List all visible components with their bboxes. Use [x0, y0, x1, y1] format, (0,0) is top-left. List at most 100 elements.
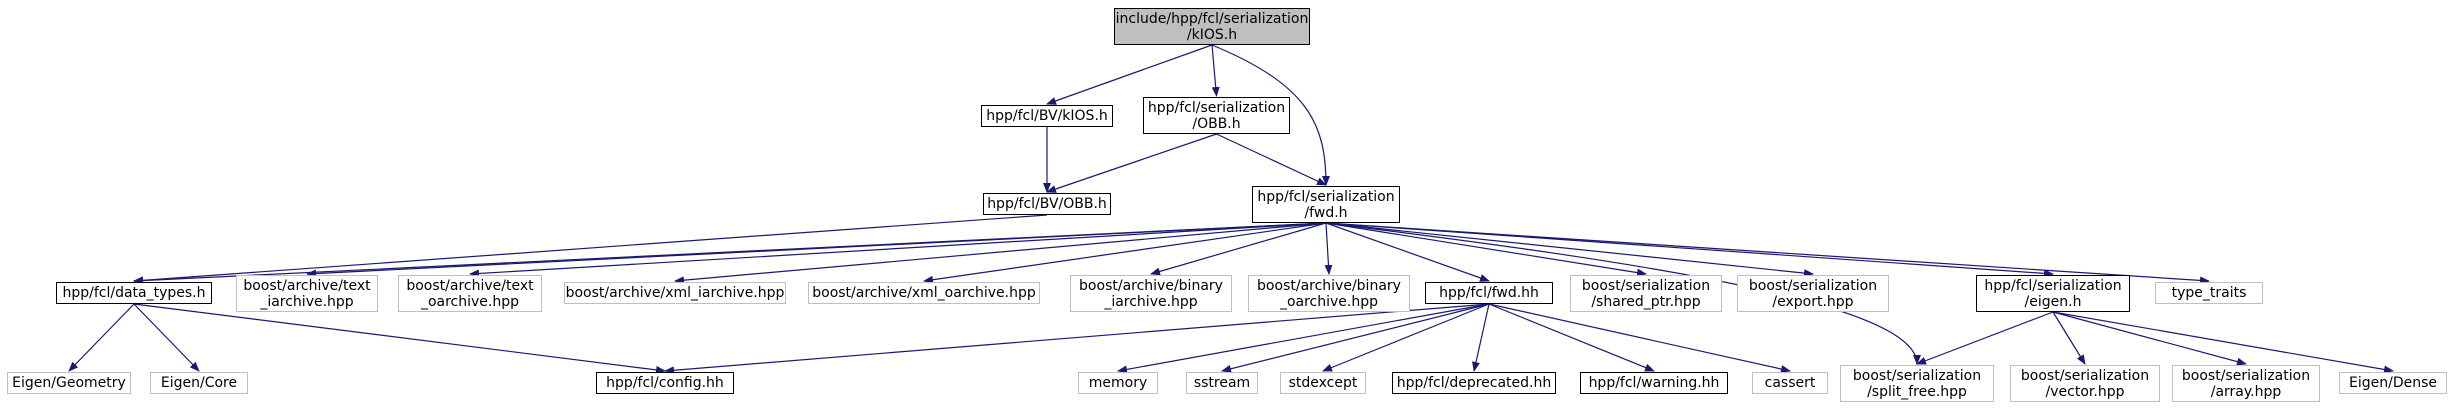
node-xml-oarchive: boost/archive/xml_oarchive.hpp	[808, 282, 1040, 304]
edge-ser_eigen-to-ser_array	[2052, 311, 2247, 366]
node-label-line: boost/archive/binary	[1079, 277, 1223, 294]
node-label-line: Eigen/Geometry	[12, 375, 126, 391]
node-fcl-fwd[interactable]: hpp/fcl/fwd.hh	[1425, 282, 1553, 304]
node-label-line: boost/archive/text	[406, 277, 534, 294]
edge-fcl_fwd-to-config	[664, 303, 1490, 375]
node-eigen-geometry: Eigen/Geometry	[7, 372, 131, 394]
node-label-line: boost/archive/text	[243, 277, 371, 294]
node-bv-kios[interactable]: hpp/fcl/BV/kIOS.h	[981, 105, 1113, 127]
node-label-line: Eigen/Core	[160, 375, 238, 391]
node-label-line: /shared_ptr.hpp	[1591, 293, 1701, 310]
node-split-free: boost/serialization/split_free.hpp	[1840, 365, 1994, 402]
node-export: boost/serialization/export.hpp	[1737, 275, 1889, 312]
edge-ser_obb-to-ser_fwd	[1216, 133, 1327, 186]
edge-ser_fwd-to-fcl_fwd	[1325, 222, 1490, 282]
node-label-line: sstream	[1193, 375, 1251, 391]
node-warning[interactable]: hpp/fcl/warning.hh	[1580, 372, 1728, 394]
edge-fcl_fwd-to-cassert	[1488, 303, 1791, 373]
node-xml-iarchive: boost/archive/xml_iarchive.hpp	[564, 282, 786, 304]
edge-ser_fwd-to-shared_ptr	[1325, 222, 1647, 277]
node-label-line: /fwd.h	[1304, 204, 1348, 221]
node-label-line: boost/archive/xml_iarchive.hpp	[565, 285, 785, 301]
node-ser-fwd[interactable]: hpp/fcl/serialization/fwd.h	[1252, 186, 1400, 223]
node-label-line: _iarchive.hpp	[1104, 293, 1198, 310]
edge-ser_fwd-to-binary_iarchive	[1150, 222, 1327, 276]
node-ser-eigen[interactable]: hpp/fcl/serialization/eigen.h	[1976, 275, 2130, 312]
edge-ser_fwd-to-binary_oarchive	[1324, 222, 1333, 275]
edge-root-to-ser_obb	[1211, 44, 1220, 97]
edge-fcl_fwd-to-warning	[1488, 303, 1655, 372]
edge-root-to-bv_kios	[1046, 44, 1213, 105]
node-root[interactable]: include/hpp/fcl/serialization/kIOS.h	[1114, 8, 1310, 45]
node-label-line: /split_free.hpp	[1867, 383, 1967, 400]
node-label-line: hpp/fcl/BV/OBB.h	[987, 196, 1107, 212]
node-text-iarchive: boost/archive/text_iarchive.hpp	[236, 275, 378, 312]
node-ser-vector: boost/serialization/vector.hpp	[2010, 365, 2160, 402]
node-label-line: /OBB.h	[1192, 115, 1241, 132]
node-label-line: stdexcept	[1288, 375, 1358, 391]
node-label-line: hpp/fcl/serialization	[1257, 188, 1395, 205]
edge-data_types-to-eigen_geometry	[68, 303, 135, 372]
edge-ser_eigen-to-ser_vector	[2052, 311, 2086, 365]
edge-ser_fwd-to-text_iarchive	[306, 222, 1327, 278]
edge-ser_fwd-to-xml_iarchive	[674, 222, 1327, 285]
node-sstream: sstream	[1186, 372, 1258, 394]
node-label-line: _oarchive.hpp	[1279, 293, 1379, 310]
node-label-line: include/hpp/fcl/serialization	[1115, 10, 1309, 27]
node-stdexcept: stdexcept	[1280, 372, 1366, 394]
node-label-line: /kIOS.h	[1186, 26, 1238, 43]
node-label-line: hpp/fcl/warning.hh	[1588, 375, 1720, 391]
edge-ser_eigen-to-split_free	[1916, 311, 2054, 365]
node-label-line: boost/archive/xml_oarchive.hpp	[812, 285, 1036, 301]
node-label-line: type_traits	[2171, 285, 2247, 301]
node-label-line: hpp/fcl/serialization	[1147, 99, 1286, 116]
edge-root-to-ser_fwd	[1211, 44, 1330, 186]
node-label-line: /export.hpp	[1772, 293, 1854, 310]
node-config[interactable]: hpp/fcl/config.hh	[596, 372, 734, 394]
edge-ser_fwd-to-text_oarchive	[469, 222, 1327, 278]
node-binary-iarchive: boost/archive/binary_iarchive.hpp	[1070, 275, 1232, 312]
edge-fcl_fwd-to-deprecated	[1472, 303, 1490, 372]
node-cassert: cassert	[1752, 372, 1828, 394]
node-type-traits: type_traits	[2155, 282, 2263, 304]
node-label-line: /vector.hpp	[2045, 383, 2125, 400]
edge-fcl_fwd-to-sstream	[1221, 303, 1490, 373]
node-shared-ptr: boost/serialization/shared_ptr.hpp	[1570, 275, 1722, 312]
node-label-line: boost/archive/binary	[1257, 277, 1401, 294]
node-label-line: boost/serialization	[1581, 277, 1711, 294]
edge-ser_fwd-to-type_traits	[1325, 222, 2210, 285]
node-ser-array: boost/serialization/array.hpp	[2172, 365, 2320, 402]
node-label-line: boost/serialization	[2020, 367, 2150, 384]
node-deprecated[interactable]: hpp/fcl/deprecated.hh	[1392, 372, 1556, 394]
node-memory: memory	[1078, 372, 1158, 394]
node-label-line: Eigen/Dense	[2349, 375, 2437, 391]
edge-bv_obb-to-data_types	[133, 214, 1048, 285]
node-label-line: hpp/fcl/deprecated.hh	[1396, 375, 1552, 391]
edge-ser_obb-to-bv_obb	[1046, 133, 1217, 193]
node-label-line: hpp/fcl/data_types.h	[62, 285, 206, 301]
node-label-line: _oarchive.hpp	[420, 293, 520, 310]
node-text-oarchive: boost/archive/text_oarchive.hpp	[398, 275, 542, 312]
edge-ser_eigen-to-eigen_dense	[2052, 311, 2394, 374]
node-eigen-core: Eigen/Core	[150, 372, 248, 394]
node-label-line: hpp/fcl/config.hh	[606, 375, 724, 391]
node-label-line: memory	[1088, 375, 1148, 391]
node-ser-obb[interactable]: hpp/fcl/serialization/OBB.h	[1143, 97, 1290, 134]
node-bv-obb[interactable]: hpp/fcl/BV/OBB.h	[983, 193, 1111, 215]
node-binary-oarchive: boost/archive/binary_oarchive.hpp	[1248, 275, 1410, 312]
node-label-line: boost/serialization	[1748, 277, 1878, 294]
edge-ser_fwd-to-export	[1325, 222, 1814, 278]
edge-ser_fwd-to-xml_oarchive	[923, 222, 1327, 284]
node-label-line: _iarchive.hpp	[260, 293, 354, 310]
edge-fcl_fwd-to-memory	[1117, 303, 1490, 374]
node-label-line: hpp/fcl/BV/kIOS.h	[986, 108, 1108, 124]
node-label-line: cassert	[1764, 375, 1816, 391]
node-eigen-dense: Eigen/Dense	[2339, 372, 2447, 394]
node-data-types[interactable]: hpp/fcl/data_types.h	[56, 282, 212, 304]
node-label-line: hpp/fcl/fwd.hh	[1439, 285, 1539, 301]
edge-data_types-to-config	[133, 303, 666, 374]
node-label-line: /eigen.h	[2024, 293, 2082, 310]
node-label-line: /array.hpp	[2210, 383, 2282, 400]
node-label-line: hpp/fcl/serialization	[1984, 277, 2122, 294]
